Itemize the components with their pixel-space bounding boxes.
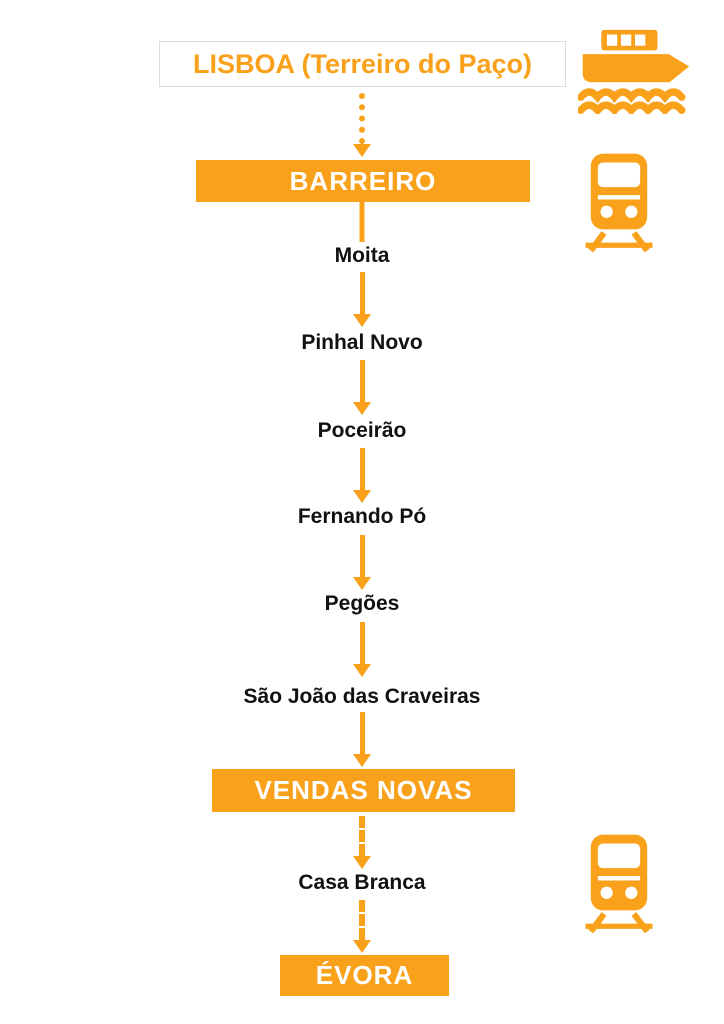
connector-lisboa-barreiro — [353, 93, 371, 157]
connector-shaft — [359, 448, 365, 490]
arrowhead-icon — [353, 314, 371, 327]
connector-shaft — [359, 816, 365, 856]
station-banner-lisboa: LISBOA (Terreiro do Paço) — [159, 41, 566, 87]
station-label-moita: Moita — [334, 244, 390, 267]
connector-craveiras-vendasnovas — [353, 712, 371, 767]
arrowhead-icon — [353, 664, 371, 677]
connector-casabranca-evora — [353, 900, 371, 953]
train-icon — [582, 150, 656, 256]
arrowhead-icon — [353, 754, 371, 767]
connector-shaft — [359, 360, 365, 402]
connector-shaft — [359, 93, 365, 144]
connector-shaft — [359, 622, 365, 664]
station-label-casa-branca: Casa Branca — [298, 871, 426, 894]
arrowhead-icon — [353, 577, 371, 590]
station-label-sao-joao-das-craveiras: São João das Craveiras — [243, 685, 481, 708]
arrowhead-icon — [353, 402, 371, 415]
connector-barreiro-moita — [359, 202, 365, 242]
connector-shaft — [359, 272, 365, 314]
station-label-barreiro: BARREIRO — [289, 165, 437, 196]
station-label-evora: ÉVORA — [315, 960, 414, 990]
arrowhead-icon — [353, 856, 371, 869]
station-label-pegoes: Pegões — [324, 592, 400, 615]
station-banner-evora: ÉVORA — [280, 955, 449, 996]
station-label-fernando-po: Fernando Pó — [297, 505, 427, 528]
arrowhead-icon — [353, 144, 371, 157]
station-label-pinhal-novo: Pinhal Novo — [301, 331, 423, 354]
station-banner-vendas-novas: VENDAS NOVAS — [212, 769, 515, 812]
connector-poceirao-fernandopo — [353, 448, 371, 503]
connector-fernandopo-pegoes — [353, 535, 371, 590]
station-banner-barreiro: BARREIRO — [196, 160, 530, 202]
arrowhead-icon — [353, 490, 371, 503]
connector-shaft — [359, 202, 365, 242]
ferry-icon — [578, 28, 692, 114]
connector-pinhalnovo-poceirao — [353, 360, 371, 415]
station-label-vendas-novas: VENDAS NOVAS — [254, 775, 473, 805]
connector-shaft — [359, 535, 365, 577]
station-label-lisboa: LISBOA (Terreiro do Paço) — [192, 48, 533, 79]
connector-moita-pinhalnovo — [353, 272, 371, 327]
train-icon — [582, 831, 656, 937]
station-label-poceirao: Poceirão — [317, 419, 407, 442]
connector-vendasnovas-casabranca — [353, 816, 371, 869]
connector-shaft — [359, 712, 365, 754]
connector-pegoes-craveiras — [353, 622, 371, 677]
connector-shaft — [359, 900, 365, 940]
arrowhead-icon — [353, 940, 371, 953]
